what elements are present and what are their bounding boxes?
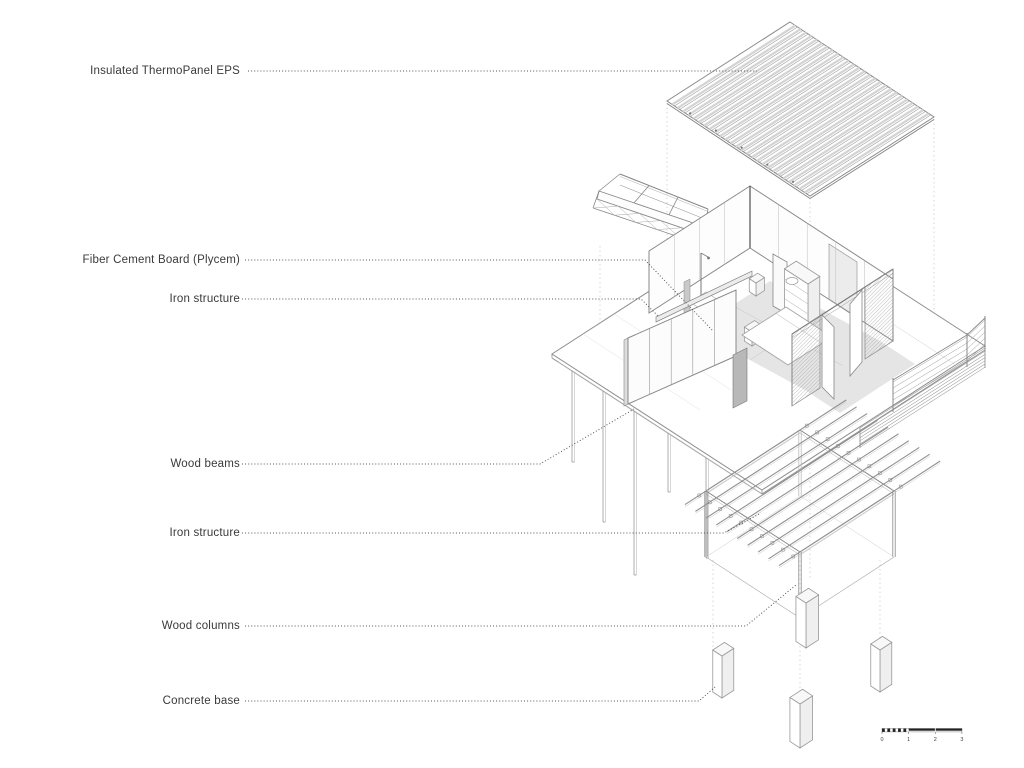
main-floor-level <box>551 185 986 576</box>
scale-tick-label: 2 <box>934 737 937 743</box>
scale-bar: 0 1 2 3 <box>880 728 963 743</box>
walkway-railing <box>592 173 709 245</box>
scale-tick-label: 0 <box>880 737 883 743</box>
label-fiber-cement-board: Fiber Cement Board (Plycem) <box>82 254 240 266</box>
roof-panel <box>666 21 935 199</box>
wall-seams <box>674 202 865 323</box>
shutter-leaf <box>849 288 863 378</box>
sink-basin <box>785 277 799 285</box>
deck-support-posts <box>571 370 709 576</box>
steel-channel-rail <box>655 270 753 323</box>
wood-column <box>870 635 893 693</box>
louver-panel <box>864 268 894 360</box>
concrete-base-block <box>789 688 814 749</box>
wood-columns <box>795 587 893 693</box>
shower-head <box>707 256 710 260</box>
label-iron-structure-lower: Iron structure <box>169 527 240 539</box>
shutter-leaf <box>821 314 835 400</box>
edge-wall-panel <box>732 347 748 409</box>
concrete-bases <box>712 641 814 749</box>
louver-panel <box>791 315 821 407</box>
wood-column <box>795 587 820 649</box>
concrete-base-block <box>712 641 735 699</box>
fiber-cement-wall-panel <box>623 270 753 409</box>
terrace-railing <box>859 316 986 448</box>
panel-board-seams <box>649 299 715 395</box>
label-iron-structure-upper: Iron structure <box>169 293 240 305</box>
wall-basin <box>748 272 766 297</box>
roof-corrugation <box>671 24 931 195</box>
louver-facade <box>791 268 894 407</box>
leader-lines <box>242 70 797 702</box>
roof-fasteners <box>689 112 795 183</box>
label-wood-beams: Wood beams <box>170 458 240 470</box>
label-wood-columns: Wood columns <box>161 620 240 632</box>
label-concrete-base: Concrete base <box>162 695 240 707</box>
iron-structure-frame <box>684 399 941 619</box>
scale-tick-label: 1 <box>907 737 910 743</box>
label-insulated-thermopanel-eps: Insulated ThermoPanel EPS <box>90 65 240 77</box>
scale-tick-label: 3 <box>960 737 963 743</box>
